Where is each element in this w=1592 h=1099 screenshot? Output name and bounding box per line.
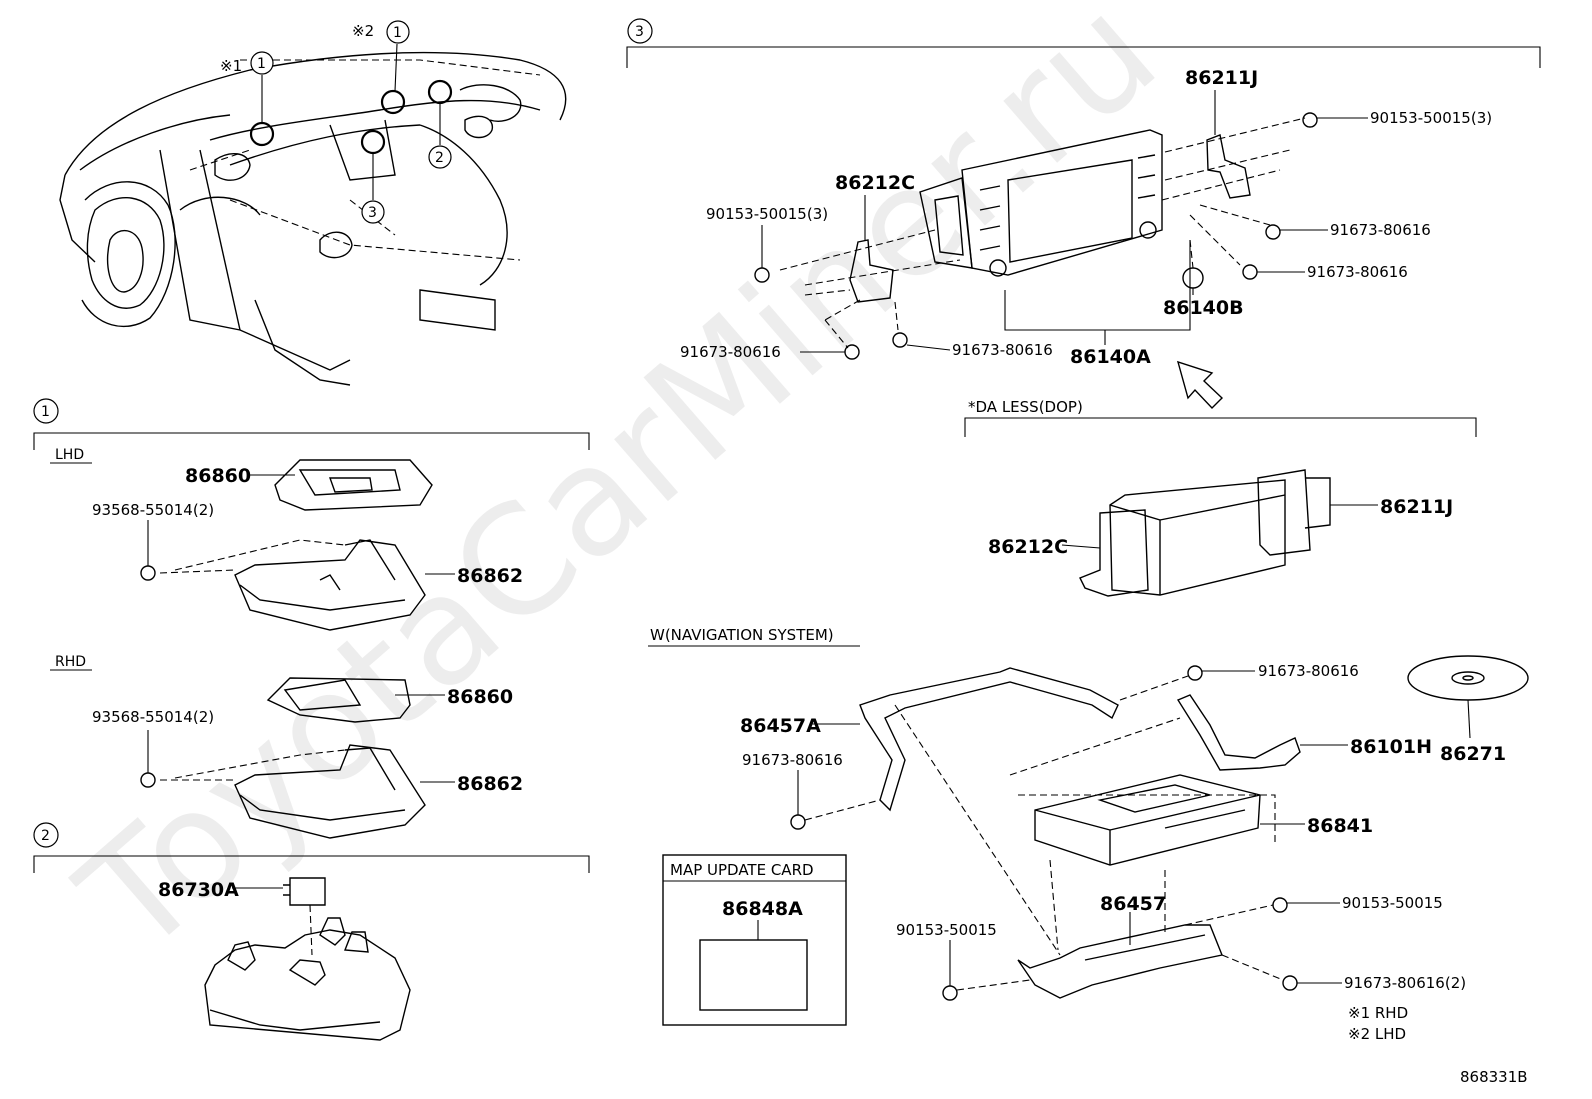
disc-label: 86271: [1440, 743, 1506, 765]
navigation-title: W(NAVIGATION SYSTEM): [650, 626, 834, 644]
screw-bottom-mid-label: 91673-80616: [952, 341, 1053, 359]
screw-right-a-label: 91673-80616: [1330, 221, 1431, 239]
section-3-number: 3: [635, 24, 644, 40]
overview-callout-3: 3: [368, 205, 377, 221]
screw-right-lower-label: 91673-80616(2): [1344, 974, 1466, 992]
head-unit-label: 86140A: [1070, 346, 1151, 368]
lhd-label: LHD: [55, 447, 84, 463]
bracket-left-label: 86212C: [835, 172, 915, 194]
rhd-bracket-label: 86862: [457, 773, 523, 795]
screw-right-b-label: 91673-80616: [1307, 263, 1408, 281]
screw-right-nav-label: 90153-50015: [1342, 894, 1443, 912]
lhd-bracket-label: 86862: [457, 565, 523, 587]
knob-label: 86140B: [1163, 297, 1244, 319]
screw-left-nav-label: 90153-50015: [896, 921, 997, 939]
map-card-title: MAP UPDATE CARD: [670, 861, 814, 879]
da-less-bracket-left-label: 86212C: [988, 536, 1068, 558]
frame-label: 86457A: [740, 715, 821, 737]
diagram-id: 868331B: [1460, 1068, 1528, 1086]
section-2-number: 2: [41, 828, 50, 844]
note-rhd: ※1 RHD: [1348, 1004, 1408, 1022]
da-less-bracket-right-label: 86211J: [1380, 496, 1453, 518]
car-interior-overview: ※1 1 ※2 1 2 3: [59, 20, 567, 386]
note-lhd: ※2 LHD: [1348, 1025, 1406, 1043]
screw-left-upper-label: 90153-50015(3): [706, 205, 828, 223]
screw-bottom-left-label: 91673-80616: [680, 343, 781, 361]
section-3: 3 86212C 86211J 90153-50015(: [626, 18, 1541, 410]
screw-right-upper-label: 90153-50015(3): [1370, 109, 1492, 127]
rhd-mark: ※1: [220, 57, 242, 75]
da-less-title: *DA LESS(DOP): [968, 398, 1083, 416]
map-update-card-box: MAP UPDATE CARD 86848A: [662, 854, 847, 1026]
overview-callout-2: 2: [435, 150, 444, 166]
bracket-right-label: 86211J: [1185, 67, 1258, 89]
screw-frame-label: 91673-80616: [742, 751, 843, 769]
cable-label: 86101H: [1350, 736, 1432, 758]
section-1: 1 LHD 86860 86862 93568-55014(2) RHD 868…: [33, 398, 590, 839]
bracket-nav-label: 86457: [1100, 893, 1166, 915]
rhd-screw-label: 93568-55014(2): [92, 708, 214, 726]
section-1-number: 1: [41, 404, 50, 420]
lhd-screw-label: 93568-55014(2): [92, 501, 214, 519]
da-less-section: *DA LESS(DOP) 86211J 86212C: [964, 398, 1477, 597]
section-2: 2 86730A: [33, 822, 590, 1041]
screw-top-label: 91673-80616: [1258, 662, 1359, 680]
rhd-label: RHD: [55, 654, 86, 670]
lhd-unit-label: 86860: [185, 465, 251, 487]
ambient-part-label: 86730A: [158, 879, 239, 901]
watermark: ToyotaCarMiner.ru: [49, 0, 1189, 988]
lhd-mark: ※2: [352, 22, 374, 40]
overview-callout-1b: 1: [393, 25, 402, 41]
overview-callout-1a: 1: [257, 56, 266, 72]
navigation-section: W(NAVIGATION SYSTEM) 86457A 91673-80616 …: [648, 626, 1529, 1001]
receiver-label: 86841: [1307, 815, 1373, 837]
map-card-part-label: 86848A: [722, 898, 803, 920]
rhd-unit-label: 86860: [447, 686, 513, 708]
